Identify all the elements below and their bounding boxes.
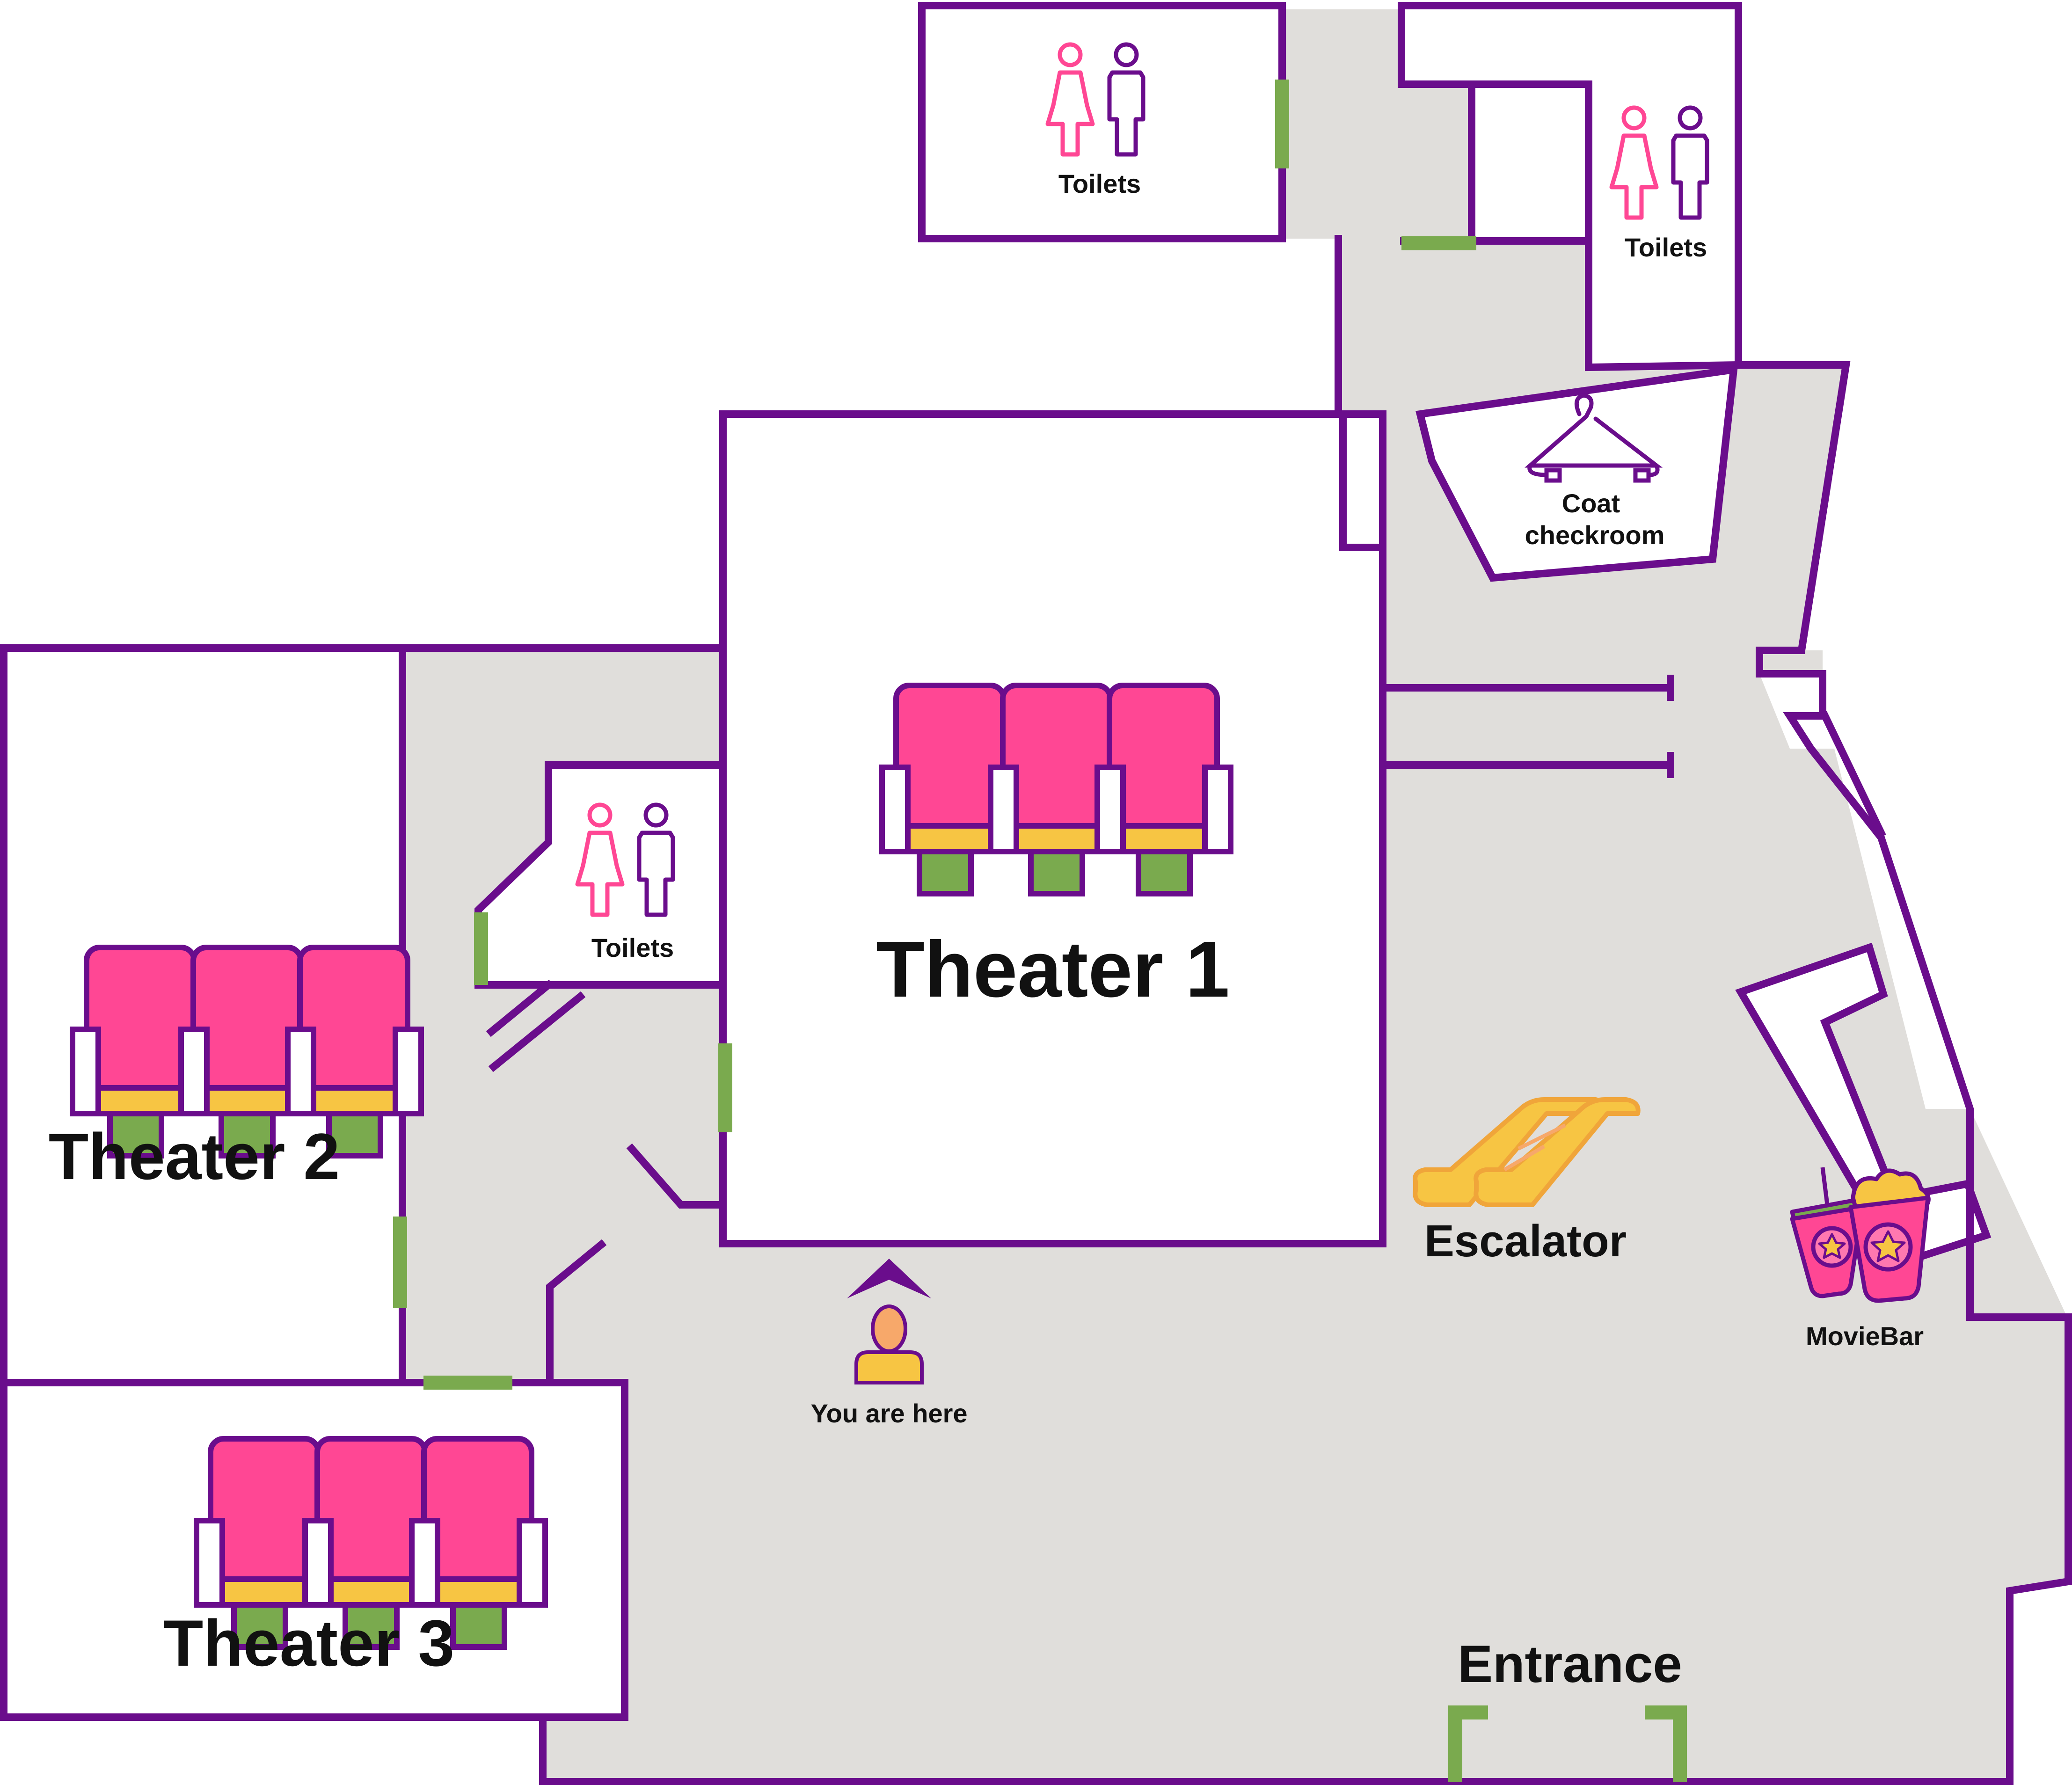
escalator-label: Escalator xyxy=(1424,1216,1627,1266)
theater-1-label: Theater 1 xyxy=(876,925,1230,1014)
coat-checkroom-label-line2: checkroom xyxy=(1525,520,1665,550)
escalator-icon xyxy=(1413,1097,1641,1207)
person-marker-icon xyxy=(847,1259,931,1384)
door-entrance-right[interactable] xyxy=(1645,1705,1687,1782)
toilets-mid-label: Toilets xyxy=(591,933,674,962)
popcorn-drink-icon xyxy=(1790,1167,1931,1303)
doors xyxy=(393,80,1687,1782)
you-are-here-label: You are here xyxy=(810,1399,967,1428)
cinema-seats-icon xyxy=(882,685,1231,894)
walls xyxy=(399,80,2072,1785)
entrance-label: Entrance xyxy=(1458,1635,1682,1693)
coat-checkroom-label-line1: Coat xyxy=(1562,488,1620,518)
theater-2-label: Theater 2 xyxy=(49,1120,340,1193)
toilets-top-label: Toilets xyxy=(1058,169,1141,198)
toilets-top-room[interactable] xyxy=(918,2,1286,242)
door-entrance-left[interactable] xyxy=(1448,1705,1488,1782)
coat-checkroom-room[interactable] xyxy=(1415,365,1738,582)
moviebar-label: MovieBar xyxy=(1806,1321,1924,1351)
hanger-icon xyxy=(1525,393,1663,483)
theater-3-label: Theater 3 xyxy=(163,1606,454,1680)
toilets-right-label: Toilets xyxy=(1625,233,1707,262)
